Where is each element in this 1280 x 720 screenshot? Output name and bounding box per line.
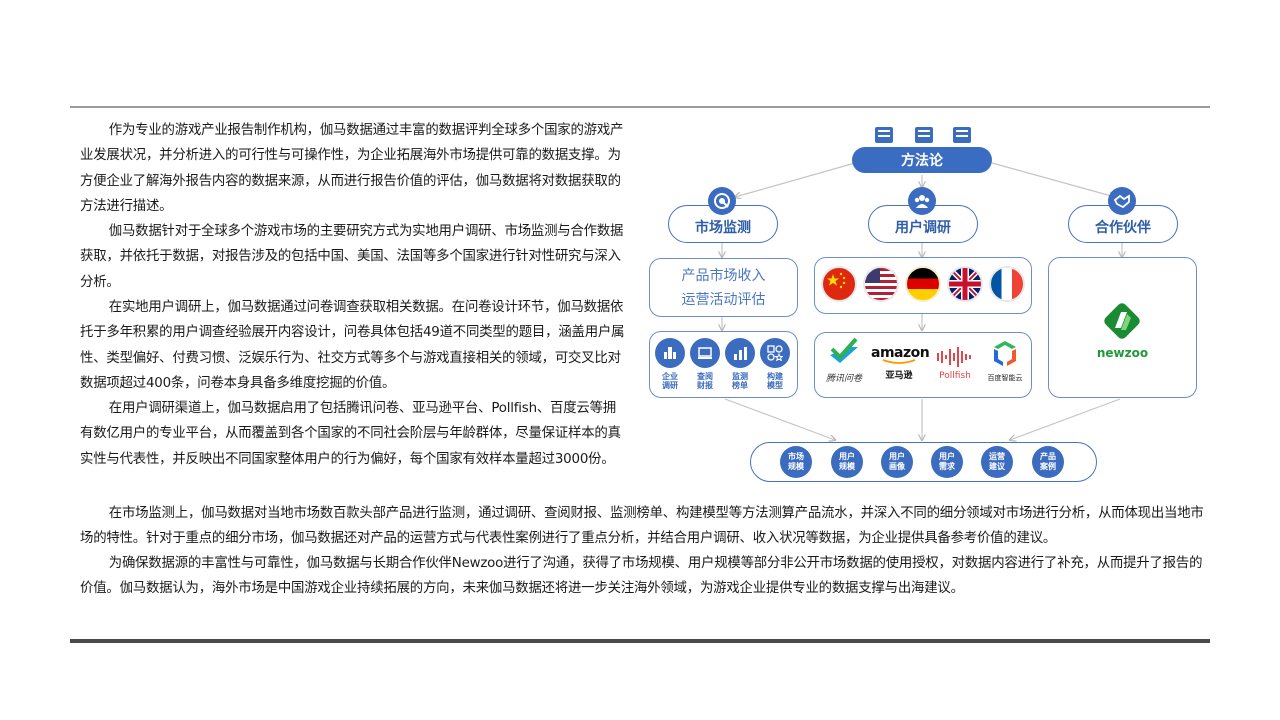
tool-label: 财报 <box>697 381 713 390</box>
germany-flag-icon <box>905 266 941 302</box>
paragraph-channels: 在用户调研渠道上，伽马数据启用了包括腾讯问卷、亚马逊平台、Pollfish、百度… <box>80 401 621 467</box>
newzoo-wordmark: newzoo <box>1096 346 1149 360</box>
platform-subname: 亚马逊 <box>885 371 913 381</box>
paragraph-partner: 为确保数据源的丰富性与可靠性，伽马数据与长期合作伙伴Newzoo进行了沟通，获得… <box>80 556 1203 597</box>
market-box-line: 产品市场收入 <box>681 268 766 284</box>
output-label: 用户 <box>839 452 855 461</box>
bar-chart-icon <box>725 338 755 368</box>
bottom-divider <box>70 639 1210 643</box>
tool-label: 企业 <box>662 372 678 381</box>
uk-flag-icon <box>947 266 983 302</box>
china-flag-icon <box>821 266 857 302</box>
output-label: 用户 <box>939 452 955 461</box>
output-label: 需求 <box>939 462 955 471</box>
tencent-survey-logo: 腾讯问卷 <box>821 337 867 384</box>
checkmark-icon <box>830 337 858 363</box>
tool-label: 模型 <box>767 381 783 390</box>
branch-partners: 合作伙伴 <box>1068 205 1178 243</box>
market-revenue-box: 产品市场收入 运营活动评估 <box>649 258 798 317</box>
platform-name: 百度智能云 <box>987 374 1023 382</box>
tool-label: 查阅 <box>697 372 713 381</box>
tool-build-models: 构建模型 <box>759 338 791 390</box>
baidu-cloud-logo: 百度智能云 <box>981 339 1029 383</box>
partner-box: newzoo <box>1048 257 1197 398</box>
tool-label: 监测 <box>732 372 748 381</box>
paragraph-methods: 伽马数据针对于全球多个游戏市场的主要研究方式为实地用户调研、市场监测与合作数据获… <box>80 224 624 290</box>
branch-label: 合作伙伴 <box>1095 220 1151 236</box>
waveform-icon <box>937 347 971 367</box>
output-label: 案例 <box>1040 462 1056 471</box>
platform-name: 腾讯问卷 <box>825 374 862 384</box>
building-icon <box>655 338 685 368</box>
output-label: 运营 <box>989 452 1005 461</box>
output-user-needs: 用户需求 <box>931 446 963 478</box>
outputs-bar: 市场规模 用户规模 用户画像 用户需求 运营建议 产品案例 <box>750 442 1097 482</box>
usa-flag-icon <box>863 266 899 302</box>
cube-icon <box>994 341 1016 366</box>
output-label: 产品 <box>1040 452 1056 461</box>
countries-box <box>814 257 1032 314</box>
radar-icon <box>708 187 736 215</box>
paragraph-intro: 作为专业的游戏产业报告制作机构，伽马数据通过丰富的数据评判全球多个国家的游戏产业… <box>80 123 624 214</box>
tool-label: 调研 <box>662 381 678 390</box>
branch-label: 用户调研 <box>895 220 951 236</box>
amazon-logo: amazon 亚马逊 <box>871 345 930 381</box>
france-flag-icon <box>989 266 1025 302</box>
output-label: 用户 <box>889 452 905 461</box>
market-tools-box: 企业调研 查阅财报 监测榜单 构建模型 <box>649 331 798 398</box>
top-divider <box>70 106 1210 108</box>
market-box-line: 运营活动评估 <box>681 292 766 308</box>
tool-label: 榜单 <box>732 381 748 390</box>
output-product-cases: 产品案例 <box>1032 446 1064 478</box>
paragraph-market-monitoring: 在市场监测上，伽马数据对当地市场数百款头部产品进行监测，通过调研、查阅财报、监测… <box>80 506 1204 547</box>
connector-lines <box>640 162 1215 495</box>
handshake-icon <box>1108 187 1136 215</box>
pollfish-logo: Pollfish <box>931 345 979 381</box>
newzoo-logo-icon <box>1099 298 1145 344</box>
output-label: 建议 <box>989 462 1005 471</box>
output-label: 规模 <box>839 462 855 471</box>
methodology-title: 方法论 <box>852 147 992 173</box>
output-label: 市场 <box>788 452 804 461</box>
amazon-smile-icon <box>882 359 916 364</box>
paragraph-survey: 在实地用户调研上，伽马数据通过问卷调查获取相关数据。在问卷设计环节，伽马数据依托… <box>80 300 625 391</box>
platform-name: amazon <box>871 345 930 361</box>
tool-company-research: 企业调研 <box>654 338 686 390</box>
output-market-size: 市场规模 <box>780 446 812 478</box>
users-icon <box>908 187 936 215</box>
tool-financial-reports: 查阅财报 <box>689 338 721 390</box>
output-user-profile: 用户画像 <box>881 446 913 478</box>
output-label: 规模 <box>788 462 804 471</box>
platforms-box: 腾讯问卷 amazon 亚马逊 Pollfish 百度智能云 <box>814 332 1032 398</box>
output-label: 画像 <box>889 462 905 471</box>
branch-label: 市场监测 <box>695 220 751 236</box>
output-user-size: 用户规模 <box>831 446 863 478</box>
tool-label: 构建 <box>767 372 783 381</box>
branch-market-monitoring: 市场监测 <box>668 205 778 243</box>
methodology-diagram: 方法论 市场监测 用户调研 合作伙伴 产品市场收入 运营活动评估 企业调研 查阅… <box>640 115 1215 495</box>
tool-monitoring-charts: 监测榜单 <box>724 338 756 390</box>
shapes-icon <box>760 338 790 368</box>
platform-name: Pollfish <box>939 371 971 381</box>
output-operation-advice: 运营建议 <box>981 446 1013 478</box>
monitor-icon <box>690 338 720 368</box>
